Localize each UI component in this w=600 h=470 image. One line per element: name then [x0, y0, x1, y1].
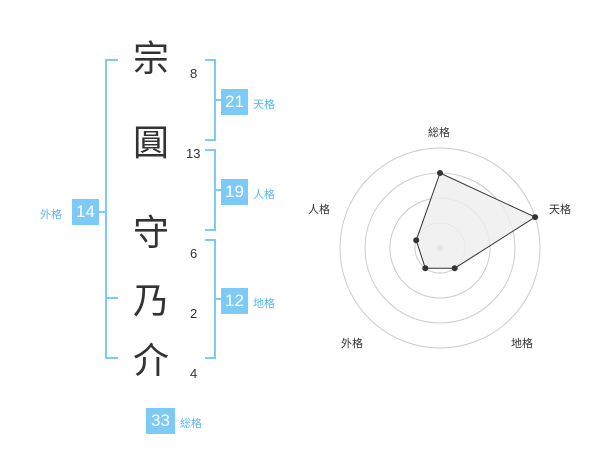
radar-label-soukaku: 総格: [428, 126, 450, 139]
tenkaku-label: 天格: [253, 98, 275, 111]
chikaku-value: 12: [221, 288, 248, 314]
radar-point-4: [422, 265, 429, 272]
gaikaku-label: 外格: [40, 208, 62, 221]
radar-label-chikaku: 地格: [511, 337, 533, 350]
stroke-count-2: 13: [186, 146, 201, 161]
tenkaku-value: 21: [221, 89, 248, 115]
soukaku-value: 33: [146, 408, 175, 434]
stroke-count-3: 6: [190, 246, 198, 261]
chikaku-label: 地格: [253, 297, 275, 310]
radar-point-2: [532, 214, 539, 221]
radar-point-1: [437, 170, 443, 176]
radar-label-gaikaku: 外格: [341, 337, 363, 350]
name-char-4: 乃: [132, 281, 169, 322]
radar-label-tenkaku: 天格: [549, 203, 571, 216]
jinkaku-label: 人格: [253, 188, 275, 201]
radar-point-3: [451, 265, 458, 272]
soukaku-label: 総格: [180, 417, 202, 430]
name-char-2: 圓: [132, 123, 169, 164]
name-char-5: 介: [132, 341, 169, 382]
stroke-count-4: 2: [190, 306, 198, 321]
radar-label-jinkaku: 人格: [308, 203, 330, 216]
radar-series-area: [415, 172, 537, 269]
radar-ring: [339, 147, 541, 349]
stroke-count-1: 8: [190, 66, 198, 81]
gaikaku-value: 14: [72, 199, 99, 225]
radar-point-5: [413, 237, 420, 244]
name-char-3: 守: [132, 213, 169, 254]
jinkaku-value: 19: [221, 179, 248, 205]
stroke-count-5: 4: [190, 366, 198, 381]
gaikaku-bracket: [105, 59, 118, 359]
name-char-1: 宗: [132, 39, 169, 80]
